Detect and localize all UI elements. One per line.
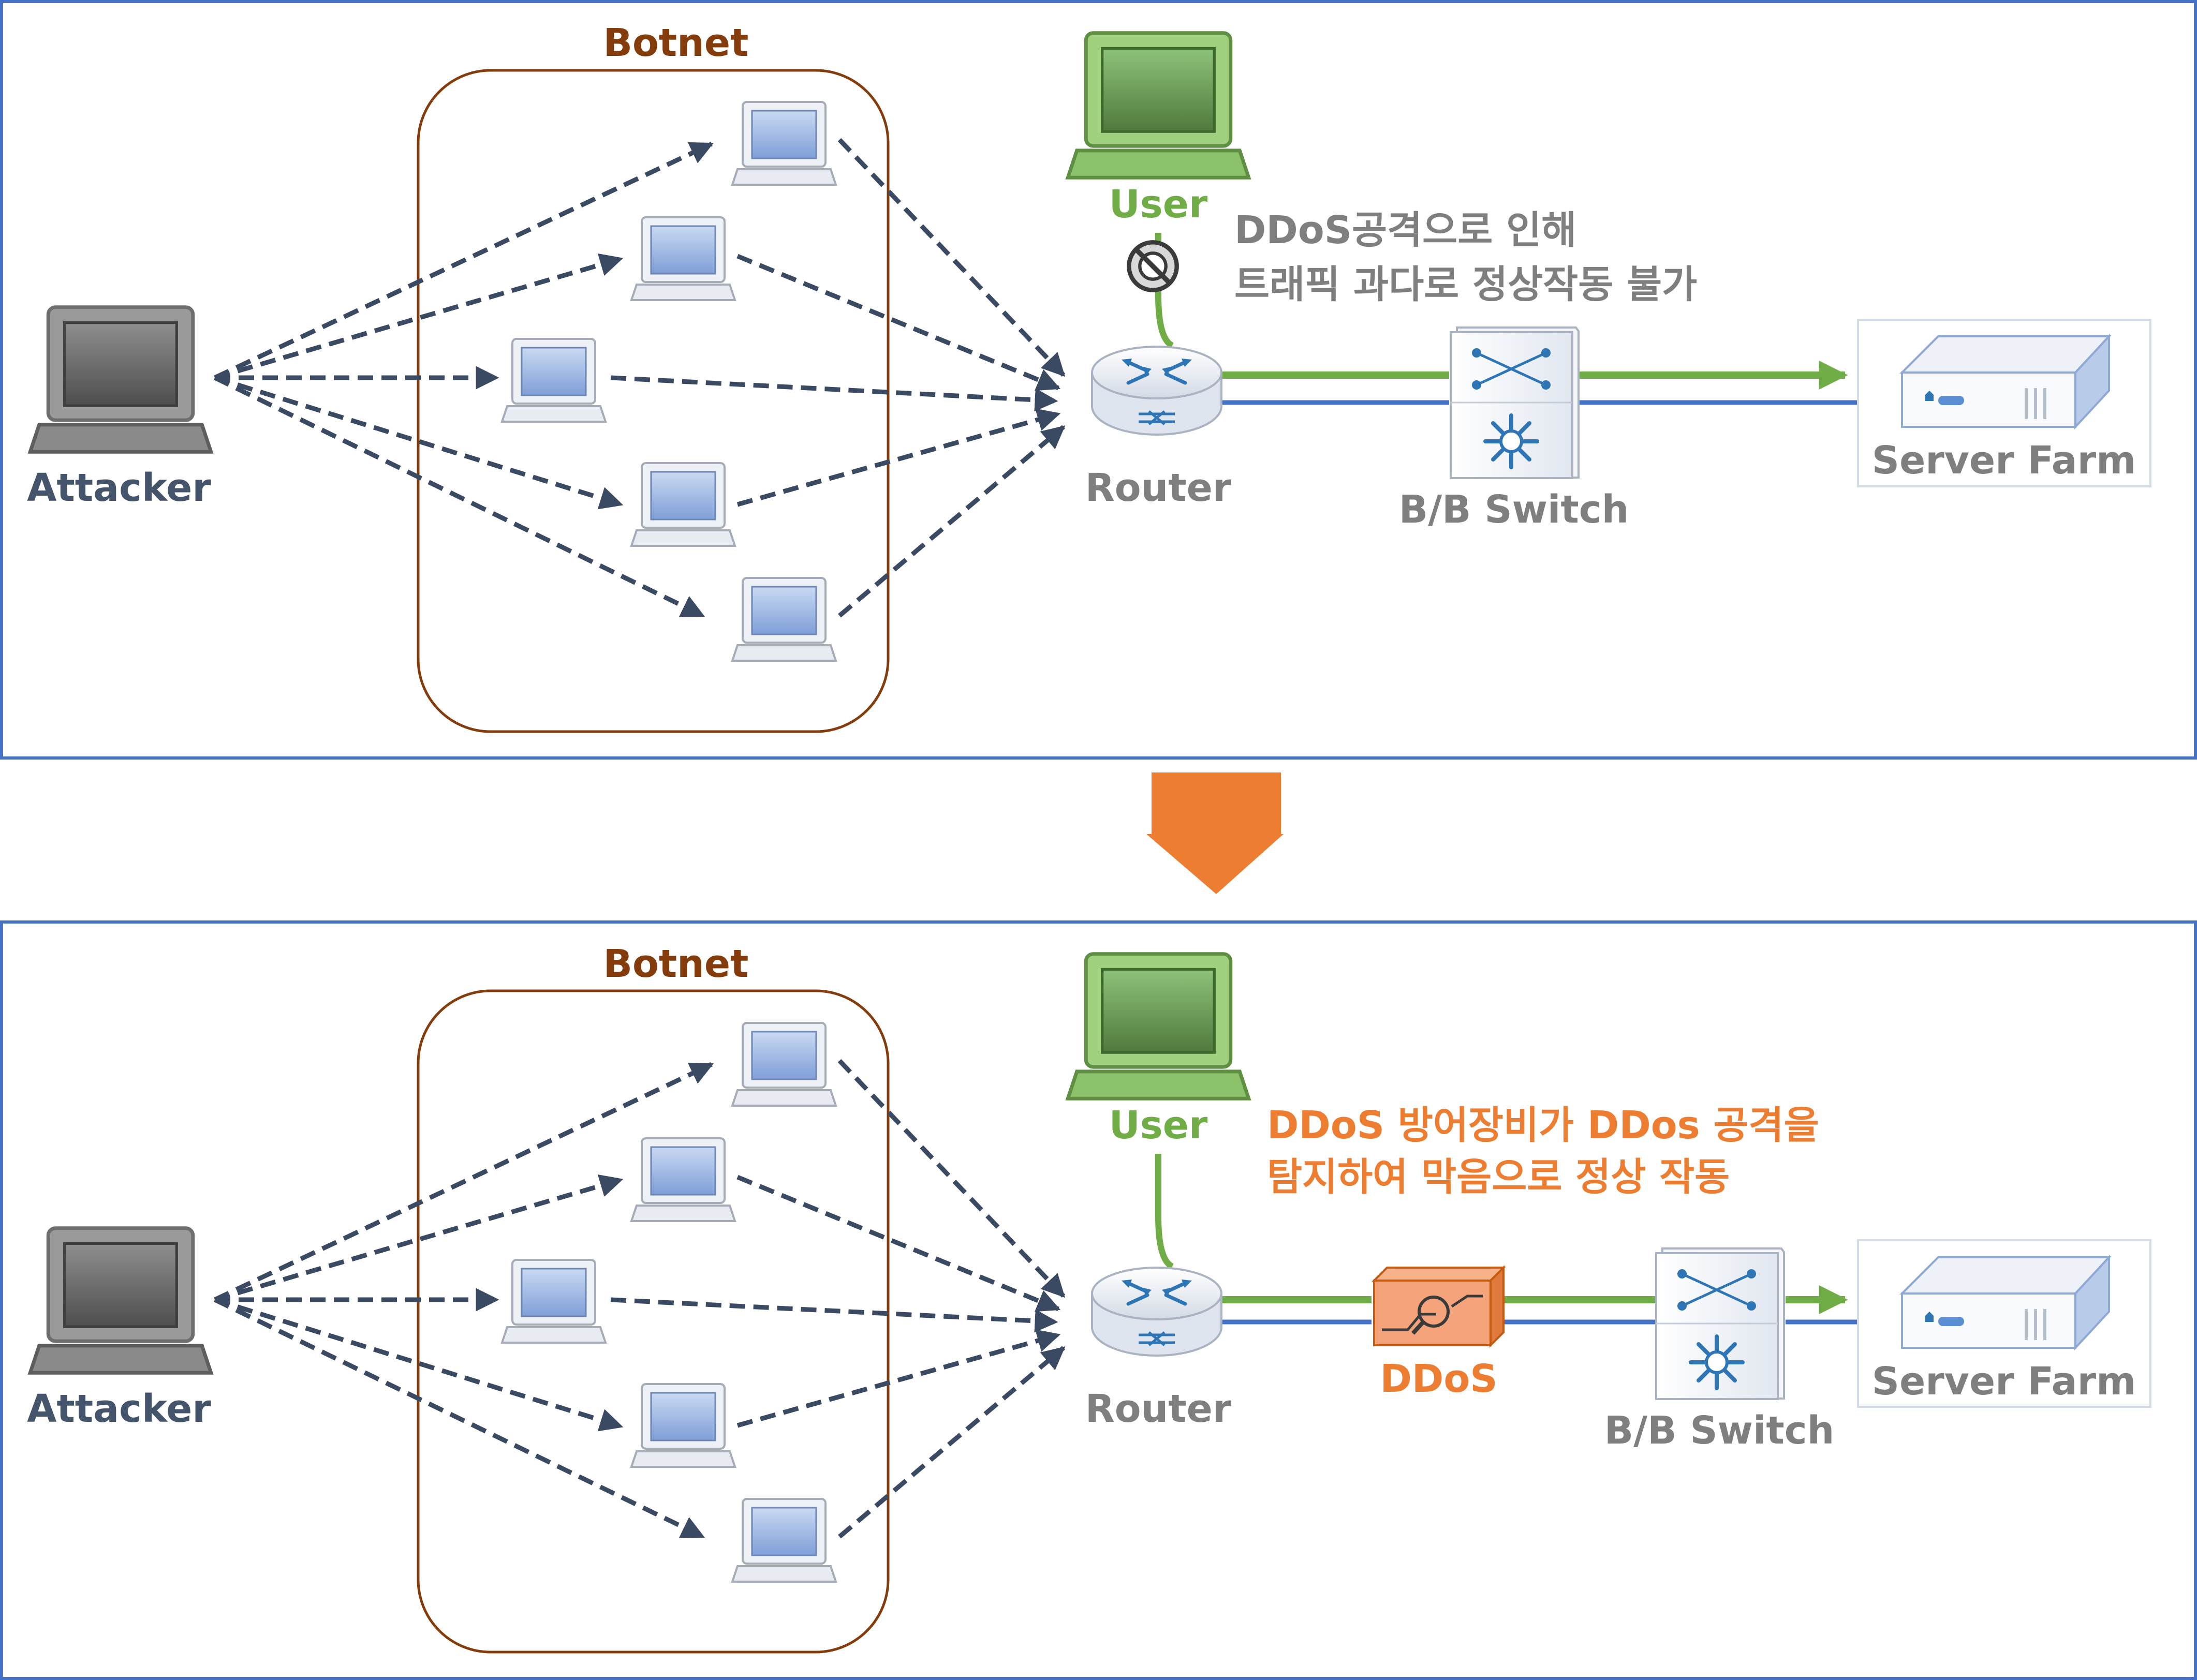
top-panel-frame (0, 0, 2197, 760)
server-label: Server Farm (1872, 438, 2136, 483)
router-icon (1092, 347, 1221, 435)
switch-icon (1451, 328, 1579, 478)
attacker-laptop-icon (30, 1228, 211, 1373)
attack-arrows (214, 138, 1066, 618)
bot-laptop-icon (630, 216, 736, 301)
user-link (1155, 233, 1174, 349)
botnet-label: Botnet (603, 21, 749, 65)
bottom-panel: Botnet Attacker User DDoS 방어장비가 DDos 공격을… (27, 942, 2151, 1654)
botnet-frame (417, 989, 890, 1654)
ddos-label: DDoS (1380, 1357, 1498, 1401)
bot-laptop-icon (630, 1383, 736, 1468)
switch-label: B/B Switch (1604, 1408, 1835, 1453)
attack-arrows (214, 1059, 1066, 1539)
user-laptop-icon (1068, 954, 1248, 1099)
server-icon (1902, 336, 2109, 427)
ddos-device-icon (1374, 1268, 1503, 1345)
user-link (1155, 1154, 1174, 1270)
botnet-label: Botnet (603, 942, 749, 986)
note-line1: DDoS 방어장비가 DDos 공격을 (1267, 1103, 1819, 1148)
bot-laptop-icon (731, 101, 837, 186)
server-label: Server Farm (1872, 1359, 2136, 1404)
attacker-label: Attacker (27, 1387, 211, 1431)
server-icon (1902, 1257, 2109, 1348)
switch-icon (1656, 1248, 1784, 1399)
bot-laptop-icon (630, 462, 736, 547)
attacker-laptop-icon (30, 307, 211, 452)
blocked-icon (1129, 242, 1176, 290)
user-laptop-icon (1068, 33, 1248, 178)
router-label: Router (1085, 466, 1232, 510)
bot-laptop-icon (501, 338, 607, 423)
note-line2: 트래픽 과다로 정상작동 불가 (1234, 262, 1697, 307)
bot-laptop-icon (731, 577, 837, 662)
top-panel: Botnet Attacker User DDoS공격으로 인해 트래픽 과다 (27, 21, 2151, 733)
switch-label: B/B Switch (1399, 487, 1629, 532)
botnet-frame (417, 69, 890, 733)
router-label: Router (1085, 1387, 1232, 1431)
bottom-panel-frame (0, 920, 2197, 1680)
note-line1: DDoS공격으로 인해 (1234, 208, 1576, 252)
user-label: User (1109, 182, 1208, 227)
bot-laptop-icon (731, 1022, 837, 1107)
down-arrow-icon (1146, 772, 1284, 894)
note-line2: 탐지하여 막음으로 정상 작동 (1267, 1155, 1730, 1199)
user-label: User (1109, 1103, 1208, 1148)
bot-laptop-icon (731, 1498, 837, 1583)
bot-laptop-icon (630, 1137, 736, 1222)
attacker-label: Attacker (27, 466, 211, 510)
bot-laptop-icon (501, 1259, 607, 1344)
router-icon (1092, 1268, 1221, 1356)
